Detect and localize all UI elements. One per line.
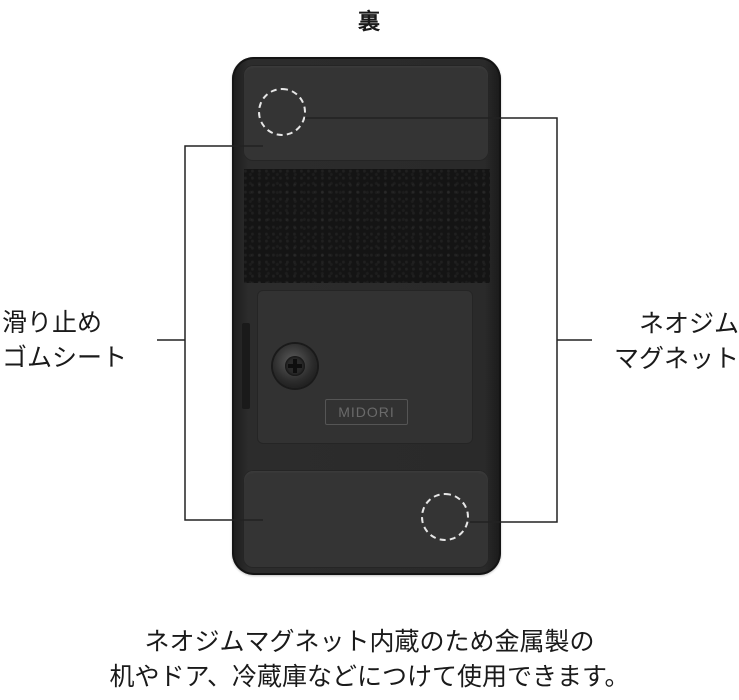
page-title: 裏 [357, 10, 381, 35]
magnet-marker-top [258, 88, 306, 136]
label-rubber-sheet: 滑り止め ゴムシート [2, 308, 128, 372]
velcro-strip [244, 169, 490, 283]
side-slot [242, 323, 250, 409]
caption-text: ネオジムマグネット内蔵のため金属製の 机やドア、冷蔵庫などにつけて使用できます。 [109, 627, 630, 691]
brand-label: MIDORI [325, 399, 408, 425]
label-neodymium-magnet: ネオジム マグネット [613, 309, 739, 373]
callout-line-rubber [184, 145, 263, 521]
screw-icon [273, 344, 317, 388]
magnet-marker-bottom [421, 493, 469, 541]
callout-line-magnet [305, 117, 558, 523]
